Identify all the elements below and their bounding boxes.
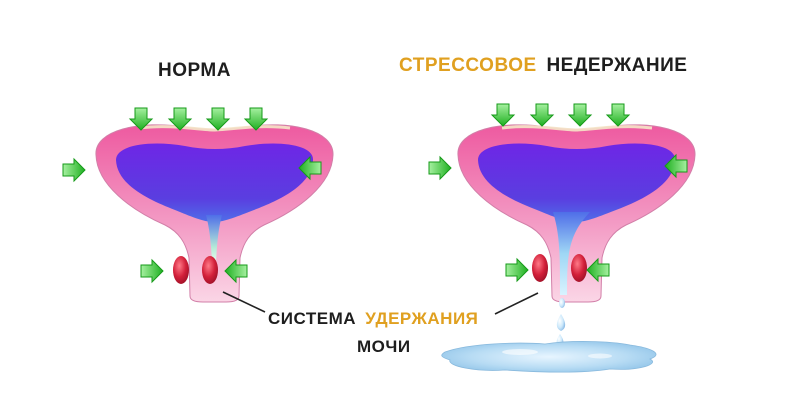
arrow-right-icon	[505, 258, 529, 282]
sphincter-left-normal	[173, 256, 189, 284]
pointer-line-normal	[222, 291, 266, 313]
sphincter-right-stress	[571, 254, 587, 282]
puddle	[441, 341, 657, 373]
arrow-down-icon	[206, 107, 230, 131]
caption-line2: МОЧИ	[357, 337, 411, 356]
title-stress: СТРЕССОВОЕ НЕДЕРЖАНИЕ	[399, 55, 687, 77]
title-normal: НОРМА	[158, 60, 231, 81]
caption-line1: СИСТЕМА УДЕРЖАНИЯ	[268, 309, 478, 329]
arrow-down-icon	[568, 103, 592, 127]
arrow-right-icon	[428, 156, 452, 180]
urine-stress	[478, 143, 676, 222]
sphincter-left-stress	[532, 254, 548, 282]
title-stress-word1: СТРЕССОВОЕ	[399, 55, 537, 76]
urine-normal	[116, 143, 314, 222]
caption-word2: УДЕРЖАНИЯ	[365, 309, 479, 328]
sphincter-right-normal	[202, 256, 218, 284]
arrow-down-icon	[606, 103, 630, 127]
arrow-right-icon	[140, 259, 164, 283]
arrow-down-icon	[530, 103, 554, 127]
bladder-normal	[95, 124, 334, 303]
caption-word1: СИСТЕМА	[268, 309, 357, 328]
arrow-right-icon	[62, 158, 86, 182]
water-drop-icon	[559, 298, 565, 308]
urethra-stress	[553, 212, 590, 295]
urethra-normal	[206, 215, 222, 262]
arrow-down-icon	[491, 103, 515, 127]
pointer-line-stress	[494, 292, 539, 315]
water-drop-icon	[556, 314, 566, 331]
bladder-stress	[457, 124, 696, 346]
title-stress-word2: НЕДЕРЖАНИЕ	[546, 55, 688, 76]
